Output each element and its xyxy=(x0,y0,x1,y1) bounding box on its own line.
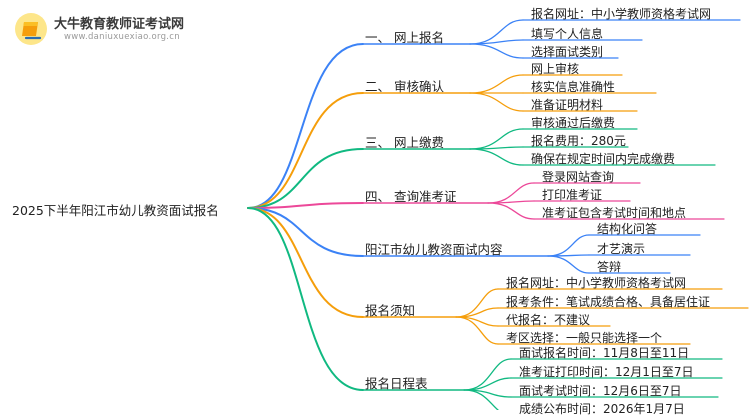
leaf-label: 报名费用：280元 xyxy=(531,134,626,148)
leaf-label: 面试报名时间：11月8日至11日 xyxy=(519,346,690,360)
branch-connector xyxy=(247,207,364,391)
leaf-connector xyxy=(469,128,524,150)
leaf-connector xyxy=(469,92,524,112)
leaf-label: 才艺演示 xyxy=(597,242,646,256)
branch-connector xyxy=(247,207,364,257)
branch-connector xyxy=(247,148,364,209)
leaf-connector xyxy=(469,148,524,166)
branch-connector xyxy=(247,207,364,318)
leaf-label: 选择面试类别 xyxy=(531,45,604,59)
leaf-label: 网上审核 xyxy=(531,62,580,76)
leaf-connector xyxy=(469,43,524,59)
leaf-label: 准备证明材料 xyxy=(531,98,604,112)
leaf-connector xyxy=(487,202,535,220)
leaf-label: 审核通过后缴费 xyxy=(531,116,616,130)
leaf-label: 报名网址：中小学教师资格考试网 xyxy=(531,7,712,21)
mindmap-root-title: 2025下半年阳江市幼儿教资面试报名 xyxy=(12,203,219,218)
branch-label: 二、 审核确认 xyxy=(365,79,444,94)
leaf-label: 准考证打印时间：12月1日至7日 xyxy=(519,365,694,379)
branch-label: 报名日程表 xyxy=(365,376,428,391)
book-logo-icon xyxy=(15,13,47,45)
leaf-connector xyxy=(547,255,590,274)
logo-title: 大牛教育教师证考试网 xyxy=(54,17,185,32)
leaf-label: 登录网站查询 xyxy=(542,170,615,184)
leaf-label: 确保在规定时间内完成缴费 xyxy=(531,152,676,166)
leaf-label: 结构化问答 xyxy=(597,222,658,236)
branch-connector xyxy=(247,43,364,209)
leaf-label: 打印准考证 xyxy=(542,188,603,202)
leaf-label: 报名网址：中小学教师资格考试网 xyxy=(506,276,687,290)
leaf-label: 报考条件：笔试成绩合格、具备居住证 xyxy=(506,295,711,309)
leaf-connector xyxy=(455,316,499,327)
leaf-label: 准考证包含考试时间和地点 xyxy=(542,206,687,220)
leaf-label: 成绩公布时间：2026年1月7日 xyxy=(519,402,685,416)
branch-connector xyxy=(247,92,364,209)
leaf-connector xyxy=(455,316,499,345)
branch-connector xyxy=(247,202,364,209)
branch-label: 报名须知 xyxy=(365,303,416,318)
leaf-label: 代报名：不建议 xyxy=(506,313,591,327)
logo-url: www.daniuxuexiao.org.cn xyxy=(64,32,180,42)
leaf-connector xyxy=(547,234,590,257)
leaf-connector xyxy=(463,377,512,391)
branch-label: 一、 网上报名 xyxy=(365,30,444,45)
branch-label: 阳江市幼儿教资面试内容 xyxy=(365,242,503,257)
leaf-connector xyxy=(455,288,499,318)
site-logo: 大牛教育教师证考试网 www.daniuxuexiao.org.cn xyxy=(14,12,214,46)
branch-label: 三、 网上缴费 xyxy=(365,135,444,150)
leaf-label: 面试考试时间：12月6日至7日 xyxy=(519,384,682,398)
leaf-connector xyxy=(469,74,524,94)
leaf-connector xyxy=(469,39,524,45)
leaf-label: 考区选择：一般只能选择一个 xyxy=(506,331,663,345)
leaf-label: 核实信息准确性 xyxy=(531,80,616,94)
leaf-label: 填写个人信息 xyxy=(531,27,604,41)
leaf-connector xyxy=(487,182,535,204)
leaf-label: 答辩 xyxy=(597,260,622,274)
leaf-connector xyxy=(463,389,500,410)
branch-label: 四、 查询准考证 xyxy=(365,189,457,204)
